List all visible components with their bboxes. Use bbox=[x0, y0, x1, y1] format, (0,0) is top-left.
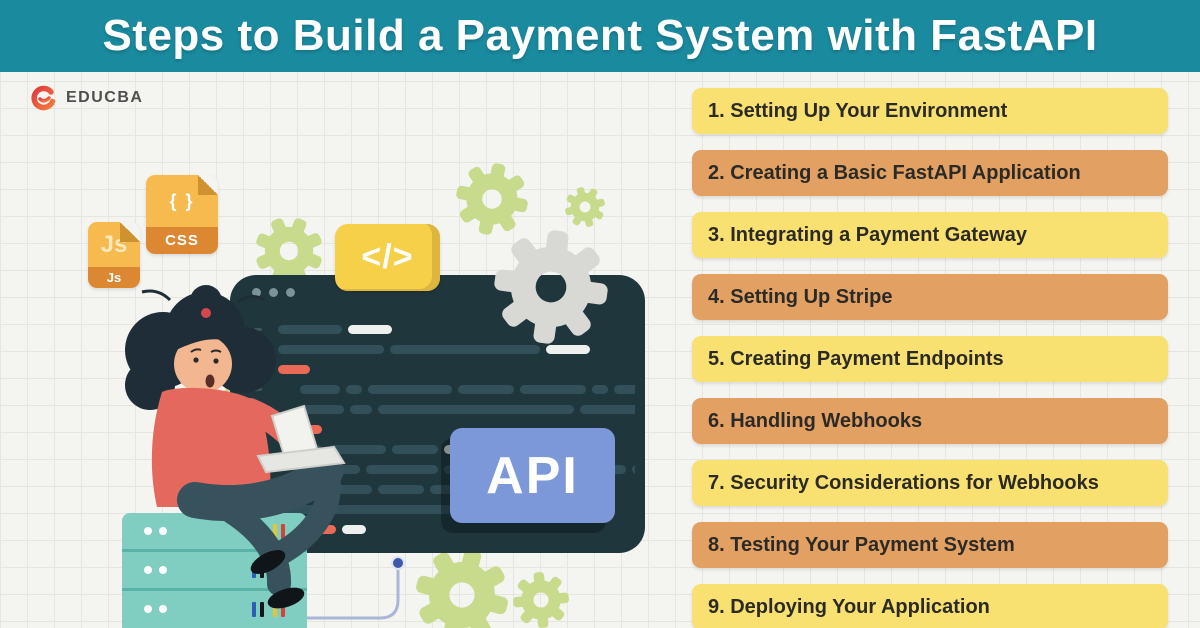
step-item-2: 2. Creating a Basic FastAPI Application bbox=[692, 150, 1168, 196]
page-title: Steps to Build a Payment System with Fas… bbox=[102, 11, 1098, 60]
code-tag-icon: </> bbox=[361, 238, 414, 276]
step-item-6: 6. Handling Webhooks bbox=[692, 398, 1168, 444]
educba-swirl-icon bbox=[31, 85, 56, 111]
server-slots bbox=[252, 601, 285, 617]
step-item-1: 1. Setting Up Your Environment bbox=[692, 88, 1168, 134]
window-control-dots bbox=[252, 288, 295, 297]
title-banner: Steps to Build a Payment System with Fas… bbox=[0, 0, 1200, 72]
woman-legs bbox=[177, 452, 344, 609]
code-row bbox=[278, 359, 635, 379]
woman-face bbox=[174, 335, 232, 393]
code-row bbox=[278, 399, 635, 419]
api-button: API bbox=[450, 428, 615, 523]
js-file-icon: Js Js bbox=[88, 222, 140, 288]
file-fold-decoration bbox=[198, 175, 218, 195]
woman-mouth bbox=[205, 374, 215, 388]
hair-tie bbox=[201, 308, 211, 318]
server-tier bbox=[122, 591, 307, 627]
server-lights bbox=[144, 527, 167, 535]
code-row bbox=[278, 319, 635, 339]
step-item-5: 5. Creating Payment Endpoints bbox=[692, 336, 1168, 382]
css-file-band-label: CSS bbox=[165, 232, 199, 249]
educba-logo: EDUCBA bbox=[30, 84, 143, 112]
step-item-8: 8. Testing Your Payment System bbox=[692, 522, 1168, 568]
laptop bbox=[256, 404, 346, 474]
css-file-icon: { } CSS bbox=[146, 175, 218, 254]
step-item-4: 4. Setting Up Stripe bbox=[692, 274, 1168, 320]
code-row bbox=[278, 339, 635, 359]
code-tag-badge: </> bbox=[335, 224, 440, 291]
brand-name: EDUCBA bbox=[66, 89, 144, 106]
js-file-band-label: Js bbox=[106, 270, 122, 285]
server-lights bbox=[144, 566, 167, 574]
server-lights bbox=[144, 605, 167, 613]
code-row bbox=[278, 379, 635, 399]
css-file-body-label: { } bbox=[169, 190, 195, 211]
steps-list: 1. Setting Up Your Environment 2. Creati… bbox=[692, 88, 1168, 628]
step-item-9: 9. Deploying Your Application bbox=[692, 584, 1168, 628]
connector-node-dot bbox=[391, 556, 405, 570]
server-stack bbox=[122, 513, 307, 628]
step-item-3: 3. Integrating a Payment Gateway bbox=[692, 212, 1168, 258]
step-item-7: 7. Security Considerations for Webhooks bbox=[692, 460, 1168, 506]
file-fold-decoration bbox=[120, 222, 140, 242]
